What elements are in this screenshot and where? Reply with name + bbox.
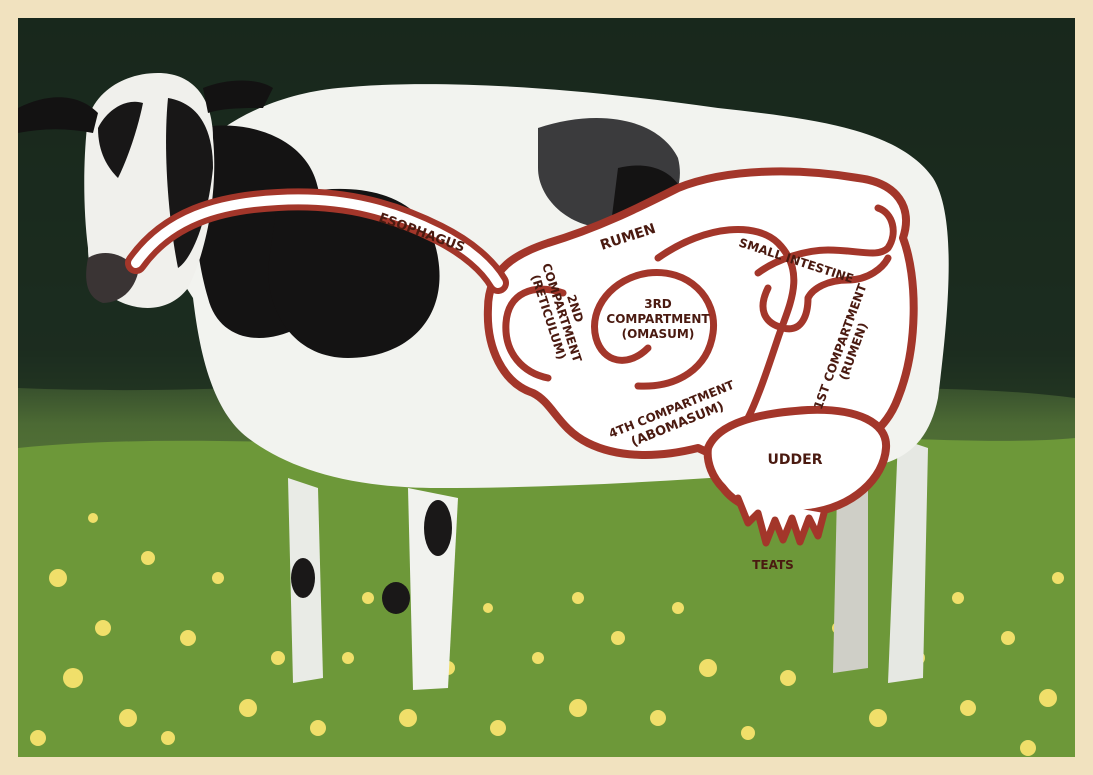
label-udder: UDDER bbox=[768, 452, 823, 468]
label-third-2: COMPARTMENT bbox=[606, 312, 710, 326]
label-teats: TEATS bbox=[752, 558, 794, 572]
illustration: ESOPHAGUS RUMEN SMALL INTESTINE 3RD COMP… bbox=[18, 18, 1075, 757]
label-third-1: 3RD bbox=[644, 297, 672, 311]
cow-digestive-diagram: ESOPHAGUS RUMEN SMALL INTESTINE 3RD COMP… bbox=[18, 18, 1075, 757]
label-third-3: (OMASUM) bbox=[622, 327, 695, 341]
